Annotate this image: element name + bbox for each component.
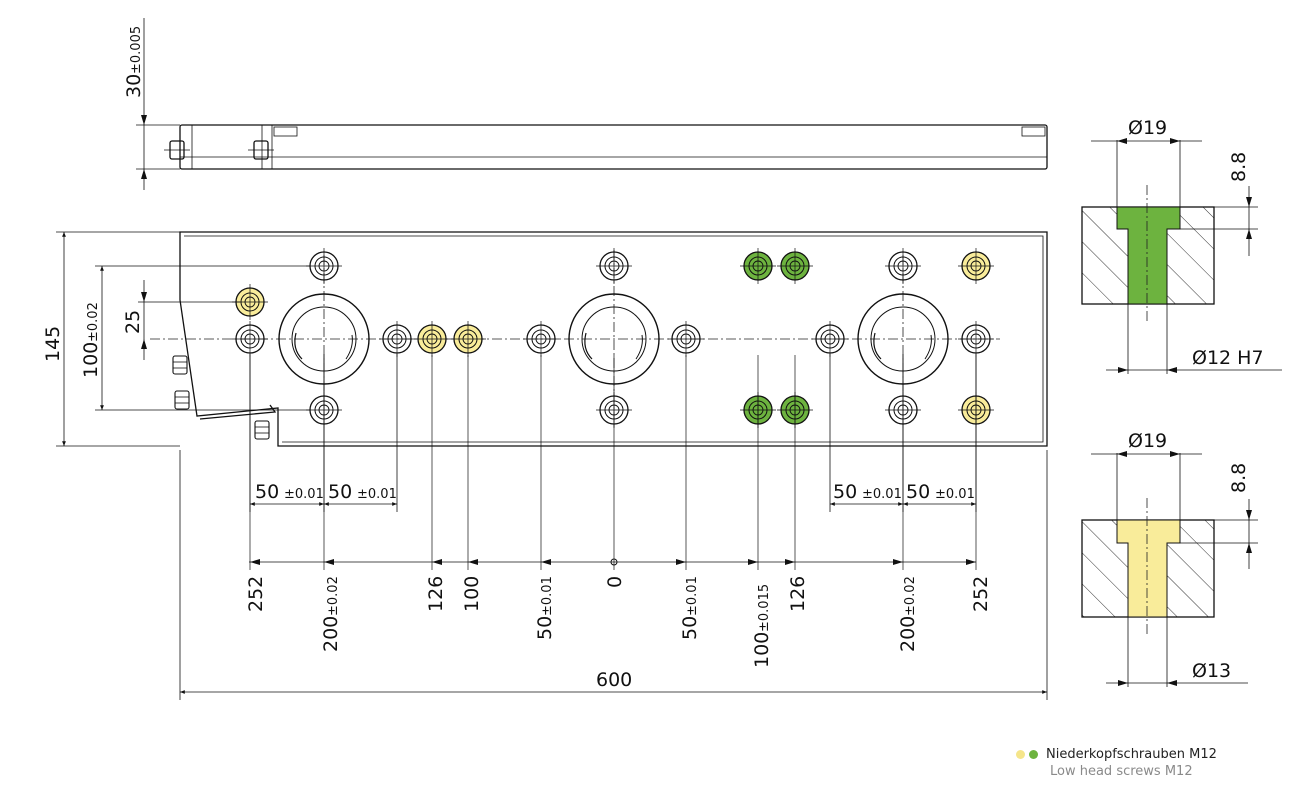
legend: Niederkopfschrauben M12 Low head screws … — [1016, 746, 1217, 780]
pos-100-right-tol: ±0.015 — [757, 584, 772, 632]
svg-text:8.8: 8.8 — [1228, 463, 1250, 493]
pos-100-left: 100 — [461, 576, 483, 612]
plan-vertical-dims — [56, 231, 310, 447]
pos-zero: 0 — [604, 576, 626, 588]
plan-view — [150, 231, 1048, 447]
detail-bottom-head-dia: Ø19 — [1128, 430, 1167, 452]
pitch-labels: 50 ±0.01 50 ±0.01 50 ±0.01 50 ±0.01 — [255, 481, 975, 503]
hole-252l-mid — [232, 321, 268, 357]
pos-50-left: 50 — [534, 616, 556, 640]
position-extension-lines — [249, 355, 977, 570]
detail-top-depth: 8.8 — [1228, 152, 1250, 182]
position-labels: 252 200±0.02 126 100 50±0.01 0 50±0.01 1… — [245, 576, 992, 668]
height-value: 145 — [42, 326, 64, 362]
pos-200-left-tol: ±0.02 — [326, 576, 341, 616]
pitch-left-1-tol: ±0.01 — [284, 487, 324, 502]
hole-50l-mid — [523, 321, 559, 357]
offset-value: 25 — [122, 310, 144, 334]
hole-150l-mid — [379, 321, 415, 357]
inner-height-value: 100 — [80, 342, 102, 378]
pos-200-right: 200 — [897, 616, 919, 652]
pos-200-right-tol: ±0.02 — [903, 576, 918, 616]
side-thickness-dim: 30 ±0.005 — [123, 26, 145, 98]
legend-label-en: Low head screws M12 — [1050, 764, 1193, 779]
screw-green-126r-top — [777, 248, 813, 284]
side-bolt-3 — [254, 420, 270, 440]
detail-top-bore-dia: Ø12 H7 — [1192, 347, 1264, 369]
detail-bottom-depth: 8.8 — [1228, 463, 1250, 493]
side-bolt-1 — [172, 355, 188, 375]
pitch-right-1-tol: ±0.01 — [862, 487, 902, 502]
hole-150r-mid — [812, 321, 848, 357]
thickness-tol: ±0.005 — [129, 26, 144, 74]
legend-label-de: Niederkopfschrauben M12 — [1046, 747, 1217, 762]
pitch-right-2-tol: ±0.01 — [935, 487, 975, 502]
detail-bottom: Ø19 Ø13 — [1081, 430, 1258, 687]
screw-green-100r-top — [740, 248, 776, 284]
svg-text:8.8: 8.8 — [1228, 152, 1250, 182]
pos-50-left-tol: ±0.01 — [540, 576, 555, 616]
pos-200-left: 200 — [320, 616, 342, 652]
side-view — [136, 18, 1048, 190]
pitch-left-1-value: 50 — [255, 481, 279, 503]
pos-252-right: 252 — [970, 576, 992, 612]
pitch-right-2-value: 50 — [906, 481, 930, 503]
hole-200r-top — [885, 248, 921, 284]
inner-height-tol: ±0.02 — [86, 302, 101, 342]
hole-200l-top — [306, 248, 342, 284]
thickness-value: 30 — [123, 74, 145, 98]
screw-yellow-252r-top — [958, 248, 994, 284]
legend-yellow-dot — [1016, 750, 1025, 759]
height-dim: 145 — [42, 326, 64, 362]
detail-top-head-dia: Ø19 — [1128, 117, 1167, 139]
offset-dim: 25 — [122, 310, 144, 334]
screw-yellow-100l — [450, 321, 486, 357]
pos-126-left: 126 — [425, 576, 447, 612]
pos-50-right: 50 — [679, 616, 701, 640]
pitch-left-2-value: 50 — [328, 481, 352, 503]
hole-252r-mid — [958, 321, 994, 357]
overall-length-dim: 600 — [179, 450, 1048, 700]
inner-height-dim: 100 ±0.02 — [80, 302, 102, 378]
pos-50-right-tol: ±0.01 — [685, 576, 700, 616]
detail-bottom-bore-dia: Ø13 — [1192, 660, 1231, 682]
pos-126-right: 126 — [787, 576, 809, 612]
pos-252-left: 252 — [245, 576, 267, 612]
pos-100-right: 100 — [751, 632, 773, 668]
legend-green-dot — [1029, 750, 1038, 759]
hole-0-top — [596, 248, 632, 284]
plan-holes — [172, 248, 994, 440]
side-bolt-2 — [174, 390, 190, 410]
hole-50r-mid — [668, 321, 704, 357]
pitch-left-2-tol: ±0.01 — [357, 487, 397, 502]
pitch-right-1-value: 50 — [833, 481, 857, 503]
detail-top: Ø19 Ø12 H7 — [1081, 117, 1282, 374]
screw-yellow-252l-top — [232, 284, 268, 320]
position-chain — [249, 558, 976, 566]
screw-yellow-126l — [414, 321, 450, 357]
overall-length-value: 600 — [596, 669, 632, 691]
